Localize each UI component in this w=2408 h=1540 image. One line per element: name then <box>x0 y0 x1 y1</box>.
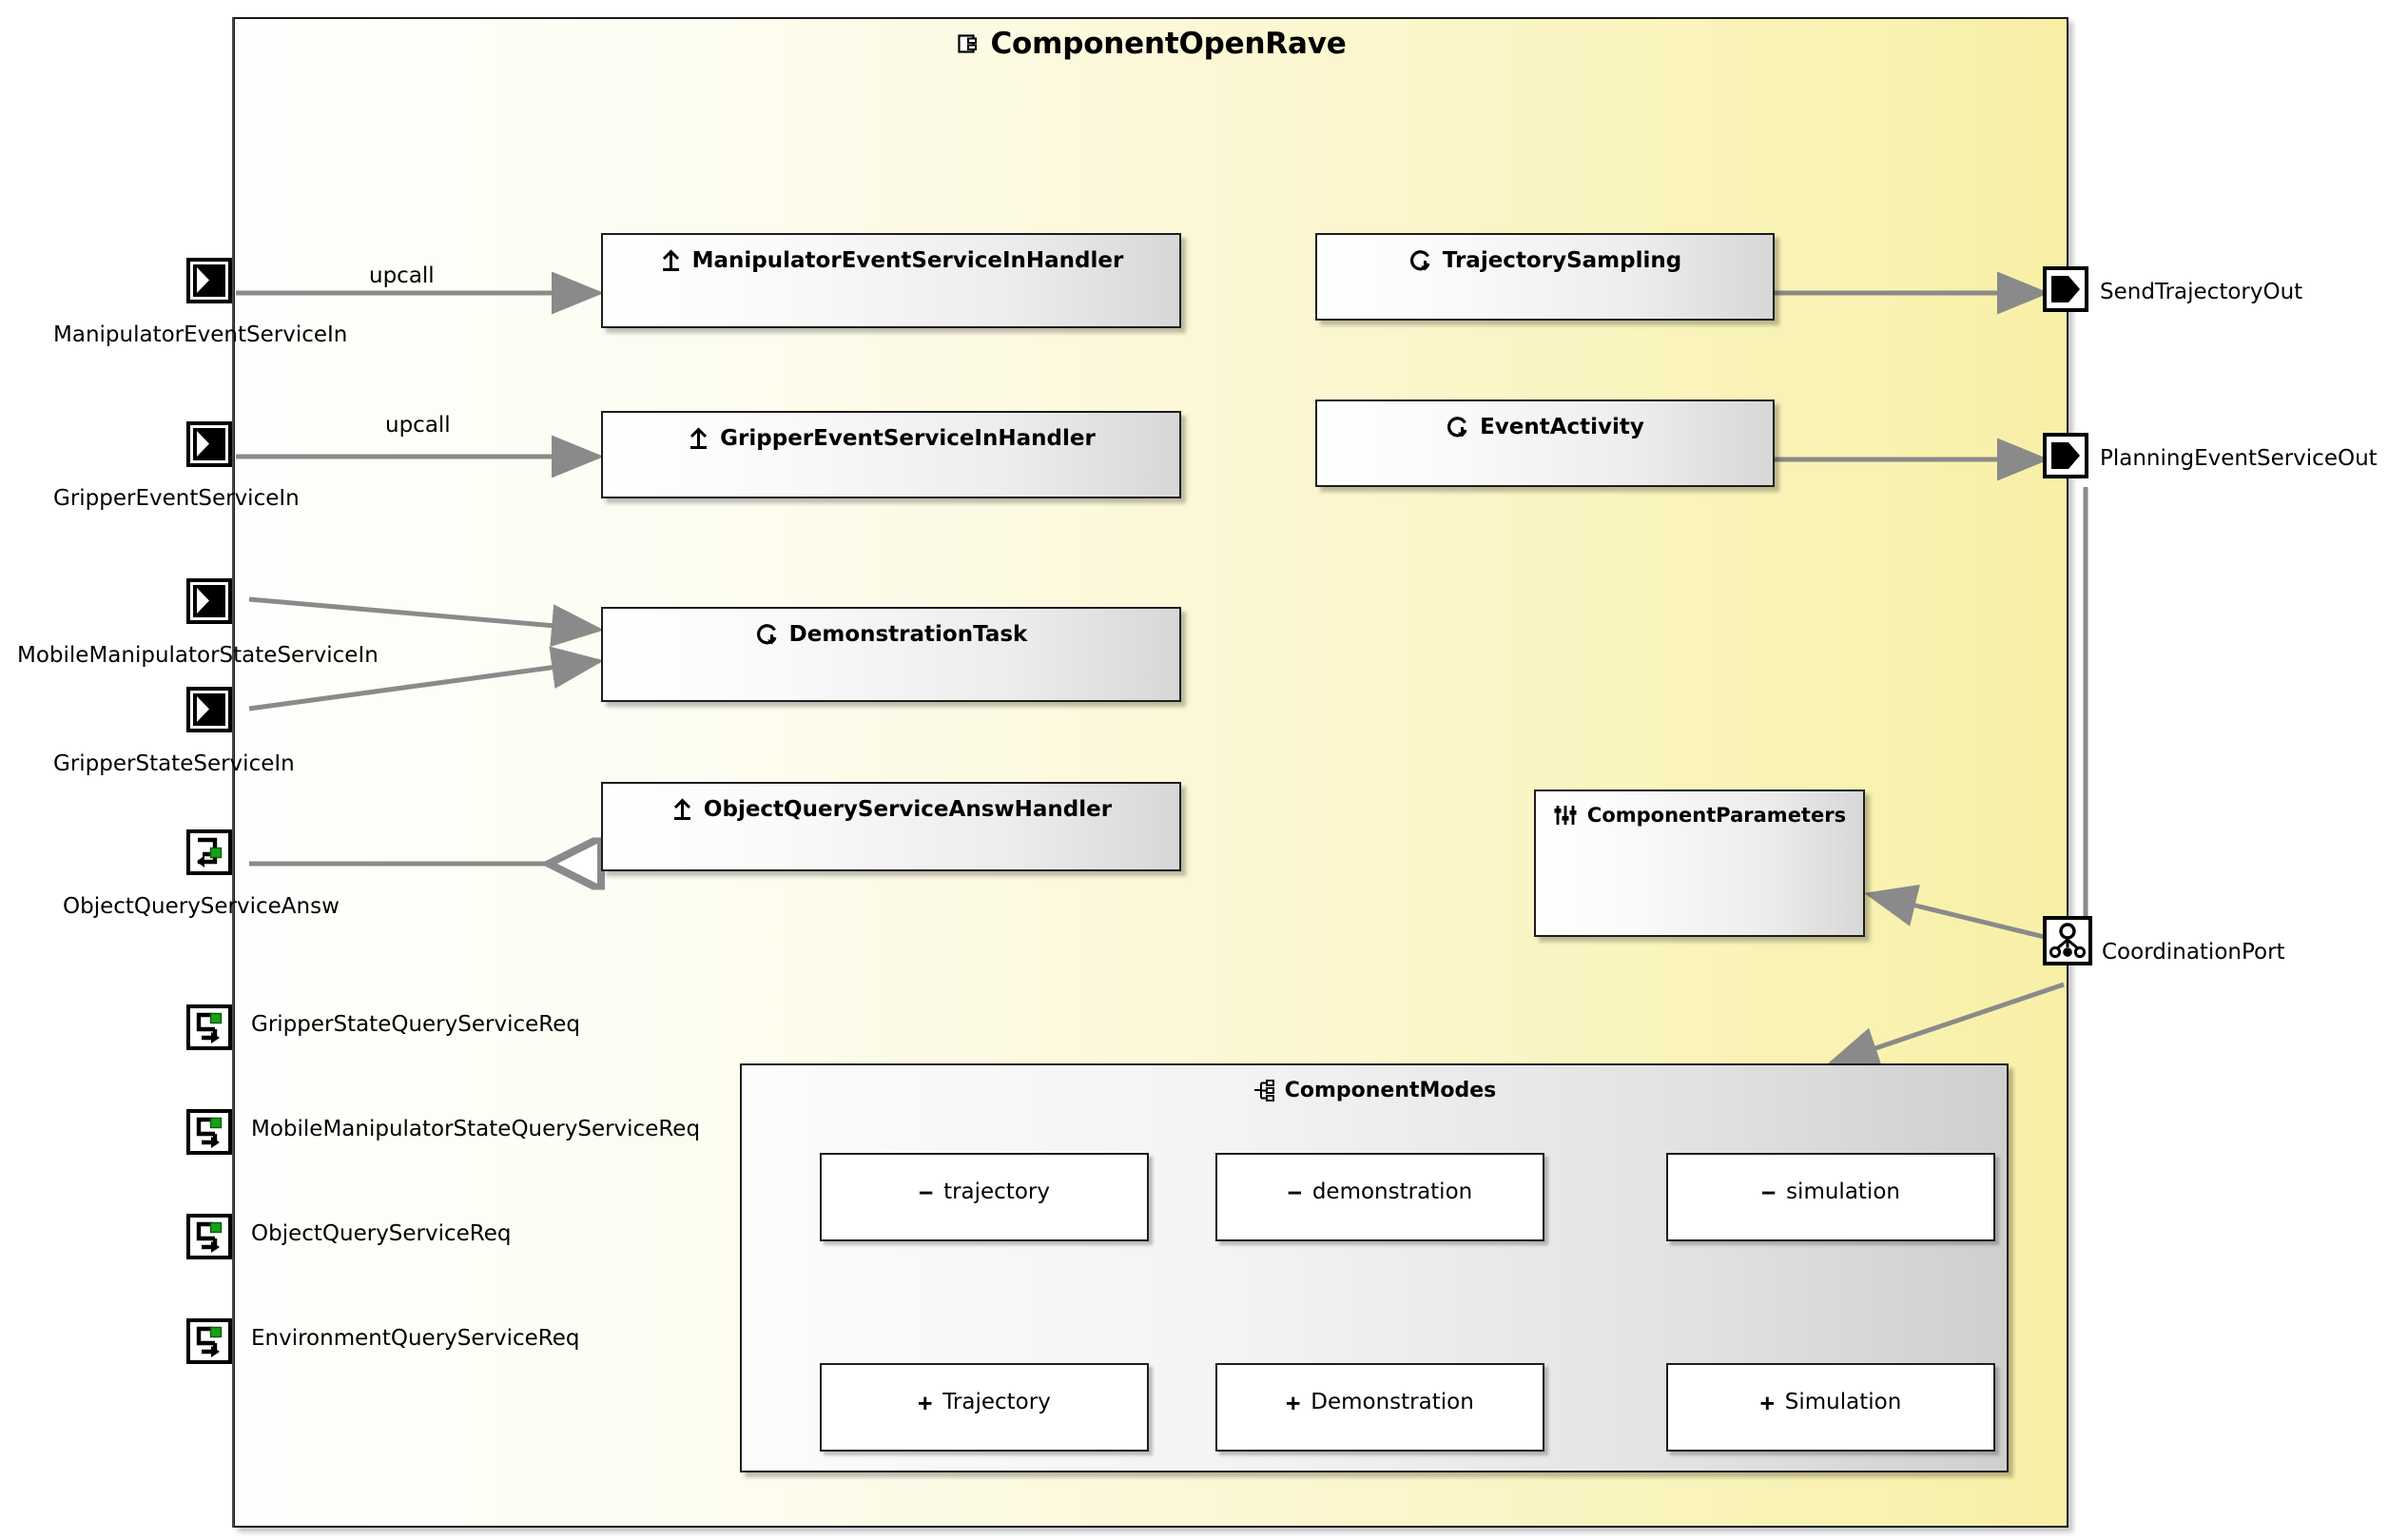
port-gripper-state-service-in[interactable] <box>186 687 232 732</box>
handler-head: ObjectQueryServiceAnswHandler <box>603 797 1179 822</box>
upcall-handler-icon <box>690 426 708 449</box>
mode-name: trajectory <box>943 1179 1050 1204</box>
component-title: ComponentOpenRave <box>233 27 2068 64</box>
mode-label-demonstration-lower: − demonstration <box>1288 1179 1472 1204</box>
mode-box-demonstration-lower[interactable]: − demonstration <box>1215 1153 1544 1241</box>
port-object-query-service-req[interactable] <box>186 1214 232 1259</box>
port-label-coordination: CoordinationPort <box>2102 940 2285 965</box>
visibility-marker-public: + <box>918 1388 933 1416</box>
request-port-icon <box>196 1117 223 1148</box>
port-label-planning-event-service-out: PlanningEventServiceOut <box>2100 446 2378 471</box>
visibility-marker-public: + <box>1759 1388 1775 1416</box>
port-label-manipulator-event-service-in: ManipulatorEventServiceIn <box>53 322 348 347</box>
mode-name: demonstration <box>1311 1179 1473 1204</box>
input-port-icon <box>193 264 225 297</box>
coordination-port-icon <box>2049 923 2086 959</box>
mode-name: Trajectory <box>942 1390 1051 1414</box>
input-port-icon <box>193 693 225 726</box>
port-label-mobile-manipulator-state-query-service-req: MobileManipulatorStateQueryServiceReq <box>251 1117 701 1141</box>
port-environment-query-service-req[interactable] <box>186 1318 232 1364</box>
mode-label-simulation-lower: − simulation <box>1761 1179 1900 1204</box>
sliders-icon <box>1554 806 1577 825</box>
parameters-head: ComponentParameters <box>1536 803 1863 828</box>
handler-label: ObjectQueryServiceAnswHandler <box>703 797 1113 822</box>
upcall-handler-icon <box>662 248 679 271</box>
activity-label: TrajectorySampling <box>1442 248 1682 273</box>
handler-head: ManipulatorEventServiceInHandler <box>603 248 1179 273</box>
request-port-icon <box>196 1221 223 1253</box>
mode-label-demonstration-upper: + Demonstration <box>1286 1390 1474 1414</box>
activity-cycle-icon <box>1409 250 1430 271</box>
component-title-text: ComponentOpenRave <box>990 27 1347 61</box>
activity-cycle-icon <box>756 624 777 645</box>
visibility-marker-private: − <box>919 1178 934 1206</box>
port-object-query-service-answ[interactable] <box>186 829 232 875</box>
port-mobile-manipulator-state-query-service-req[interactable] <box>186 1109 232 1155</box>
port-label-gripper-state-query-service-req: GripperStateQueryServiceReq <box>251 1012 580 1037</box>
activity-box-trajectory-sampling[interactable]: TrajectorySampling <box>1315 233 1775 321</box>
upcall-handler-icon <box>673 797 690 820</box>
mode-box-trajectory-upper[interactable]: + Trajectory <box>820 1363 1149 1452</box>
handler-label: ManipulatorEventServiceInHandler <box>691 248 1124 273</box>
edge-label-upcall-gripper: upcall <box>385 413 451 438</box>
visibility-marker-public: + <box>1286 1388 1301 1416</box>
activity-cycle-icon <box>1447 417 1467 438</box>
handler-head: GripperEventServiceInHandler <box>603 426 1179 451</box>
port-gripper-state-query-service-req[interactable] <box>186 1004 232 1050</box>
activity-head: DemonstrationTask <box>603 622 1179 647</box>
port-label-mobile-manipulator-state-service-in: MobileManipulatorStateServiceIn <box>17 643 379 668</box>
handler-box-gripper-event-service-in-handler[interactable]: GripperEventServiceInHandler <box>601 411 1181 498</box>
input-port-icon <box>193 585 225 617</box>
visibility-marker-private: − <box>1287 1178 1302 1206</box>
mode-name: Simulation <box>1784 1390 1902 1414</box>
output-port-icon <box>2051 442 2080 469</box>
handler-label: GripperEventServiceInHandler <box>720 426 1096 451</box>
activity-box-event-activity[interactable]: EventActivity <box>1315 400 1775 487</box>
port-coordination[interactable] <box>2043 916 2092 965</box>
port-label-send-trajectory-out: SendTrajectoryOut <box>2100 280 2303 304</box>
activity-head: EventActivity <box>1317 415 1773 439</box>
activity-box-demonstration-task[interactable]: DemonstrationTask <box>601 607 1181 702</box>
port-label-environment-query-service-req: EnvironmentQueryServiceReq <box>251 1326 580 1351</box>
mode-box-trajectory-lower[interactable]: − trajectory <box>820 1153 1149 1241</box>
handler-box-object-query-service-answ-handler[interactable]: ObjectQueryServiceAnswHandler <box>601 782 1181 871</box>
input-port-icon <box>193 428 225 460</box>
port-label-gripper-event-service-in: GripperEventServiceIn <box>53 486 300 511</box>
mode-name: simulation <box>1786 1179 1900 1204</box>
component-modes-label: ComponentModes <box>1284 1079 1497 1102</box>
component-parameters-box[interactable]: ComponentParameters <box>1534 789 1865 937</box>
mode-box-simulation-upper[interactable]: + Simulation <box>1666 1363 1995 1452</box>
modes-tree-icon <box>1253 1080 1274 1101</box>
output-port-icon <box>2051 276 2080 302</box>
mode-box-demonstration-upper[interactable]: + Demonstration <box>1215 1363 1544 1452</box>
mode-label-trajectory-upper: + Trajectory <box>918 1390 1051 1414</box>
mode-label-trajectory-lower: − trajectory <box>919 1179 1050 1204</box>
component-icon <box>958 34 978 53</box>
port-label-object-query-service-req: ObjectQueryServiceReq <box>251 1221 512 1246</box>
handler-box-manipulator-event-service-in-handler[interactable]: ManipulatorEventServiceInHandler <box>601 233 1181 328</box>
component-modes-title: ComponentModes <box>742 1079 2007 1102</box>
activity-head: TrajectorySampling <box>1317 248 1773 273</box>
request-port-icon <box>196 1326 223 1357</box>
port-mobile-manipulator-state-service-in[interactable] <box>186 578 232 624</box>
port-label-gripper-state-service-in: GripperStateServiceIn <box>53 751 295 776</box>
activity-label: EventActivity <box>1480 415 1644 439</box>
port-label-object-query-service-answ: ObjectQueryServiceAnsw <box>63 894 340 919</box>
port-manipulator-event-service-in[interactable] <box>186 258 232 303</box>
port-gripper-event-service-in[interactable] <box>186 421 232 467</box>
parameters-label: ComponentParameters <box>1586 804 1847 827</box>
mode-box-simulation-lower[interactable]: − simulation <box>1666 1153 1995 1241</box>
mode-label-simulation-upper: + Simulation <box>1760 1390 1902 1414</box>
edge-label-upcall-manipulator: upcall <box>369 263 435 288</box>
activity-label: DemonstrationTask <box>788 622 1028 647</box>
port-planning-event-service-out[interactable] <box>2043 433 2088 478</box>
mode-name: Demonstration <box>1311 1390 1474 1414</box>
answer-port-icon <box>197 837 223 867</box>
port-send-trajectory-out[interactable] <box>2043 266 2088 312</box>
visibility-marker-private: − <box>1761 1178 1777 1206</box>
request-port-icon <box>196 1012 223 1043</box>
